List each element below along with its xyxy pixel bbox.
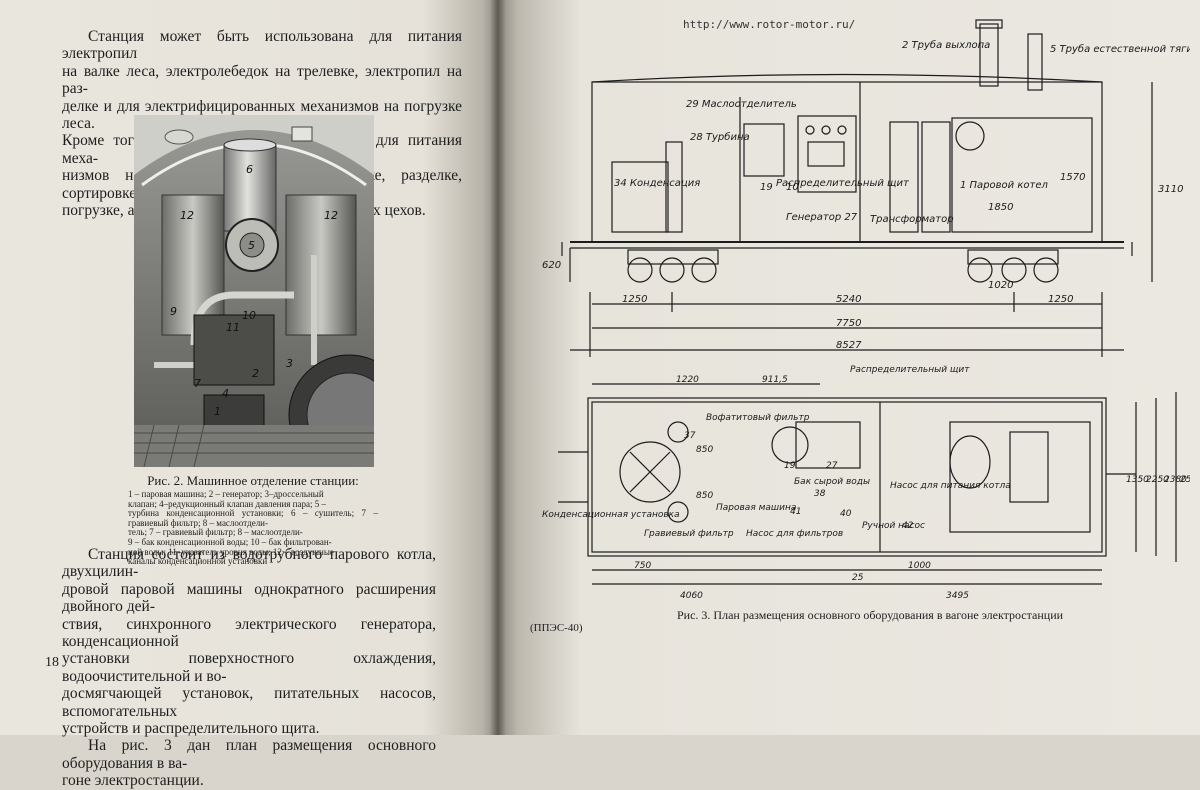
text-line: досмягчающей установок, питательных насо… bbox=[62, 685, 436, 720]
dim-4060: 4060 bbox=[680, 591, 703, 601]
dim-620: 620 bbox=[542, 260, 561, 271]
dim-3495: 3495 bbox=[946, 591, 969, 601]
legend-line: 9 – бак конденсационной воды; 10 – бак ф… bbox=[128, 536, 332, 547]
dim-911-5: 911,5 bbox=[762, 375, 788, 385]
text-line: Станция состоит из водотрубного парового… bbox=[62, 546, 436, 581]
legend-line: ной воды; 11–указатель уровня воды; 12 –… bbox=[128, 546, 334, 557]
legend-line: клапан; 4–редукционный клапан давления п… bbox=[128, 498, 326, 509]
dim-1250-right: 1250 bbox=[1048, 294, 1073, 305]
label-transformer: Трансформатор bbox=[870, 214, 954, 225]
label-38: 38 bbox=[814, 489, 826, 499]
photo-callout: 6 bbox=[246, 163, 253, 176]
figure2-legend: 1 – паровая машина; 2 – генератор; 3–дро… bbox=[128, 489, 378, 567]
text-line: гоне электростанции. bbox=[62, 772, 204, 790]
label-plan-19: 19 bbox=[784, 461, 796, 471]
figure3-caption: Рис. 3. План размещения основного оборуд… bbox=[677, 608, 1064, 622]
photo-callout: 3 bbox=[286, 357, 293, 370]
label-plan-switchboard: Распределительный щит bbox=[850, 365, 970, 375]
label-37: 37 bbox=[684, 431, 696, 441]
exhaust-pipe bbox=[979, 23, 999, 87]
dim-2520: 2520 bbox=[1180, 475, 1190, 485]
label-switchboard: Распределительный щит bbox=[776, 178, 910, 189]
label-vofatite-filter: Вофатитовый фильтр bbox=[706, 413, 810, 423]
label-condensation-unit: Конденсационная установка bbox=[542, 510, 680, 520]
photo-callout: 12 bbox=[324, 209, 338, 222]
dim-8527: 8527 bbox=[836, 340, 862, 351]
figure2-caption: Рис. 2. Машинное отделение станции: 1 – … bbox=[128, 473, 378, 567]
dim-7750: 7750 bbox=[836, 318, 861, 329]
right-page bbox=[497, 0, 1200, 735]
label-19: 19 bbox=[760, 182, 773, 193]
text-line: Станция может быть использована для пита… bbox=[62, 28, 462, 63]
text-line: На рис. 3 дан план размещения основного … bbox=[62, 737, 436, 772]
dim-750: 750 bbox=[634, 561, 651, 571]
label-steam-boiler: 1 Паровой котел bbox=[960, 180, 1048, 191]
dim-1000: 1000 bbox=[908, 561, 931, 571]
model-tag: (ППЭС-40) bbox=[530, 622, 583, 634]
plan-body bbox=[591, 401, 1103, 553]
left-page: Станция может быть использована для пита… bbox=[0, 0, 497, 789]
legend-line: каналы конденсационной установки bbox=[128, 556, 268, 567]
photo-callout: 4 bbox=[222, 387, 229, 400]
photo-callout: 12 bbox=[180, 209, 194, 222]
label-steam-engine: Паровая машина bbox=[716, 503, 796, 513]
text-line: устройств и распределительного щита. bbox=[62, 720, 320, 738]
label-1850: 1850 bbox=[988, 202, 1013, 213]
label-40: 40 bbox=[840, 509, 852, 519]
photo-callout: 9 bbox=[170, 305, 177, 318]
dim-2250: 2250 bbox=[1146, 475, 1169, 485]
dim-3110: 3110 bbox=[1158, 184, 1183, 195]
dim-5240: 5240 bbox=[836, 294, 861, 305]
label-10: 10 bbox=[786, 182, 799, 193]
photo-callout: 2 bbox=[252, 367, 259, 380]
dim-850-a: 850 bbox=[696, 445, 713, 455]
label-exhaust-pipe: 2 Труба выхлопа bbox=[902, 39, 990, 51]
dim-2380: 2380 bbox=[1164, 475, 1187, 485]
text-line: ствия, синхронного электрического генера… bbox=[62, 615, 436, 651]
natural-draft-pipe bbox=[1027, 33, 1043, 91]
legend-line: 1 – паровая машина; 2 – генератор; 3–дро… bbox=[128, 489, 324, 499]
label-generator: Генератор 27 bbox=[786, 212, 858, 223]
text-line: на валке леса, электролебедок на трелевк… bbox=[62, 62, 462, 98]
wagon-drawing: 2 Труба выхлопа 5 Труба естественной тяг… bbox=[542, 19, 1190, 601]
photo-callout: 1 bbox=[214, 405, 221, 418]
label-42: 42 bbox=[902, 521, 914, 531]
label-filter-pump: Насос для фильтров bbox=[746, 529, 843, 539]
legend-line: тель; 7 – гравиевый фильтр; 8 – маслоотд… bbox=[128, 527, 303, 538]
text-line: установки поверхностного охлаждения, вод… bbox=[62, 650, 436, 685]
composition-paragraph: Станция состоит из водотрубного парового… bbox=[62, 546, 436, 790]
label-oil-separator: 29 Маслоотделитель bbox=[686, 99, 797, 110]
label-turbine: 28 Турбина bbox=[690, 131, 750, 143]
label-feed-pump: Насос для питания котла bbox=[890, 481, 1011, 491]
source-url: http://www.rotor-motor.ru/ bbox=[683, 18, 856, 31]
dim-850-b: 850 bbox=[696, 491, 713, 501]
legend-line: турбина конденсационной установки; 6 – с… bbox=[128, 508, 378, 528]
figure2-title: Рис. 2. Машинное отделение станции: bbox=[147, 473, 359, 488]
dim-1250-left: 1250 bbox=[622, 294, 647, 305]
photo-callout: 5 bbox=[248, 239, 255, 252]
photo-callout: 10 bbox=[242, 309, 256, 322]
label-plan-27: 27 bbox=[826, 461, 838, 471]
dim-1020: 1020 bbox=[988, 280, 1013, 291]
label-1570: 1570 bbox=[1060, 172, 1085, 183]
label-gravel-filter: Гравиевый фильтр bbox=[644, 529, 734, 539]
label-41: 41 bbox=[790, 507, 801, 517]
photo-callout: 11 bbox=[226, 321, 240, 334]
page-number: 18 bbox=[45, 655, 59, 670]
label-draft-pipe: 5 Труба естественной тяги bbox=[1050, 43, 1190, 55]
dim-1350: 1350 bbox=[1126, 475, 1149, 485]
label-condensation: 34 Конденсация bbox=[614, 178, 700, 189]
dim-25: 25 bbox=[852, 573, 864, 583]
label-raw-water-tank: Бак сырой воды bbox=[794, 477, 870, 487]
label-hand-pump: Ручной насос bbox=[862, 521, 925, 531]
text-line: дровой паровой машины однократного расши… bbox=[62, 580, 436, 616]
photo-callout: 7 bbox=[194, 377, 201, 390]
dim-1220: 1220 bbox=[676, 375, 699, 385]
text-line: делке и для электрифицированных механизм… bbox=[62, 97, 462, 133]
book-gutter bbox=[490, 0, 506, 735]
machine-room-photo: 6 12 12 5 9 10 11 3 7 2 4 1 bbox=[134, 115, 374, 467]
